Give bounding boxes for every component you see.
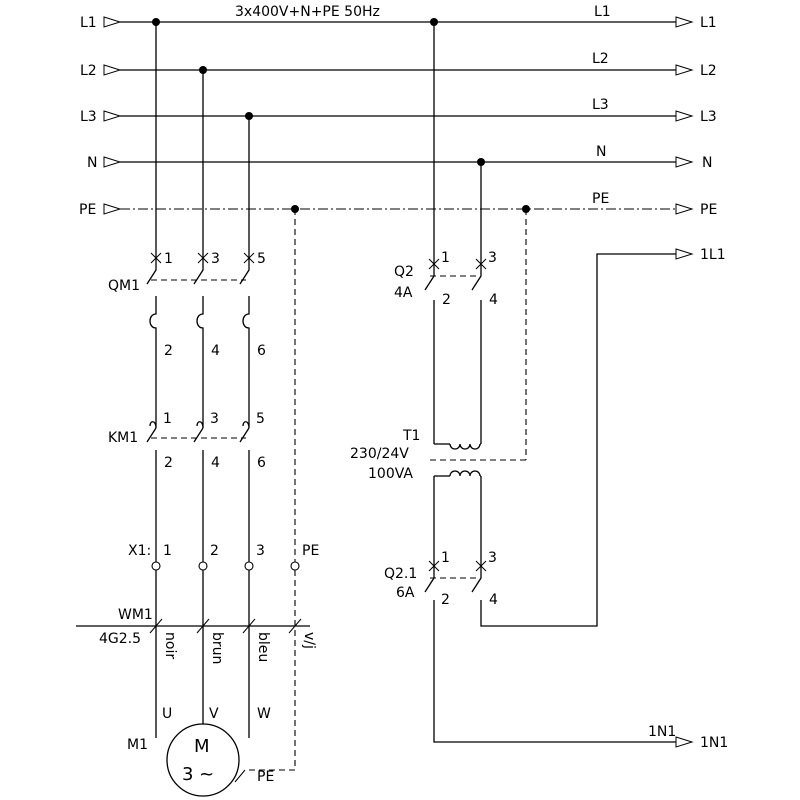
supply-buses: L1 L2 L3 N PE 3x400V+N+PE 50Hz L1 L2 L3 … (79, 4, 717, 748)
left-label-pe: PE (79, 202, 96, 218)
q21-term-3: 3 (488, 550, 497, 566)
q2-term-1: 1 (441, 250, 450, 266)
q2-rating: 4A (394, 285, 413, 301)
t1-power: 100VA (368, 466, 413, 482)
left-label-l2: L2 (80, 63, 97, 79)
motor-m1: U V W M1 M 3 ~ PE (127, 706, 295, 797)
output-1n1-label: 1N1 (700, 735, 728, 751)
x1-term-2: 2 (210, 543, 219, 559)
output-1l1-label: 1L1 (700, 247, 726, 263)
q2-breaker: Q2 4A 1 3 2 4 (394, 250, 498, 444)
km1-term-2: 2 (164, 455, 173, 471)
qm1-term-3: 3 (211, 251, 220, 267)
motor-term-v: V (209, 706, 219, 722)
motor-branch: QM1 1 3 5 2 4 6 KM1 1 3 5 (76, 22, 319, 797)
wire-color-bleu: bleu (255, 632, 271, 662)
km1-term-1: 1 (163, 411, 172, 427)
qm1-term-6: 6 (257, 343, 266, 359)
q21-term-1: 1 (441, 550, 450, 566)
supply-spec: 3x400V+N+PE 50Hz (235, 4, 380, 20)
q21-rating: 6A (396, 585, 415, 601)
wire-color-brun: brun (209, 632, 225, 664)
km1-label: KM1 (108, 430, 138, 446)
q2-term-4: 4 (489, 292, 498, 308)
qm1-term-5: 5 (257, 251, 266, 267)
right-label-n: N (702, 155, 712, 171)
km1-term-3: 3 (210, 411, 219, 427)
mid-label-n: N (596, 144, 606, 160)
qm1-term-4: 4 (211, 343, 220, 359)
input-arrows (103, 16, 122, 215)
qm1-label: QM1 (108, 278, 140, 294)
t1-label: T1 (402, 428, 420, 444)
wm1-cable: WM1 4G2.5 noir brun bleu v/j (76, 607, 317, 664)
x1-terminal-strip: X1: 1 2 3 PE (128, 543, 319, 571)
mid-label-l2: L2 (592, 51, 609, 67)
x1-term-pe: PE (302, 543, 319, 559)
qm1-breaker: QM1 1 3 5 2 4 6 (108, 251, 266, 366)
motor-letter: M (194, 736, 210, 757)
km1-term-4: 4 (211, 455, 220, 471)
km1-contactor: KM1 1 3 5 2 4 6 (108, 411, 266, 471)
q2-term-2: 2 (442, 292, 451, 308)
km1-term-5: 5 (256, 411, 265, 427)
q21-breaker: Q2.1 6A 1 3 2 4 (384, 253, 676, 743)
left-label-l1: L1 (80, 15, 97, 31)
q2-label: Q2 (394, 264, 414, 280)
qm1-term-2: 2 (164, 343, 173, 359)
mid-label-l1: L1 (594, 4, 611, 20)
output-arrows (675, 16, 694, 748)
q2-term-3: 3 (488, 250, 497, 266)
km1-term-6: 6 (257, 455, 266, 471)
right-label-l2: L2 (700, 63, 717, 79)
control-branch: Q2 4A 1 3 2 4 T1 230/24V 100VA (350, 22, 728, 751)
x1-term-1: 1 (163, 543, 172, 559)
motor-pe-label: PE (257, 769, 274, 785)
q21-term-4: 4 (489, 592, 498, 608)
q21-term-2: 2 (441, 592, 450, 608)
right-label-l1: L1 (700, 15, 717, 31)
x1-label: X1: (128, 543, 151, 559)
motor-term-u: U (162, 706, 172, 722)
output-1n1-mid-label: 1N1 (648, 724, 676, 740)
left-label-n: N (87, 155, 97, 171)
qm1-term-1: 1 (164, 251, 173, 267)
motor-phase: 3 ~ (182, 764, 214, 785)
mid-label-pe: PE (592, 191, 609, 207)
motor-label: M1 (127, 737, 148, 753)
left-label-l3: L3 (80, 109, 97, 125)
wire-color-vj: v/j (301, 632, 317, 649)
x1-term-3: 3 (256, 543, 265, 559)
right-label-pe: PE (700, 202, 717, 218)
t1-transformer: T1 230/24V 100VA (350, 428, 526, 566)
mid-label-l3: L3 (592, 97, 609, 113)
wm1-label: WM1 (118, 607, 153, 623)
motor-term-w: W (257, 706, 271, 722)
wire-color-noir: noir (162, 632, 178, 659)
t1-voltage: 230/24V (350, 446, 409, 462)
right-label-l3: L3 (700, 109, 717, 125)
wm1-spec: 4G2.5 (99, 631, 141, 647)
q21-label: Q2.1 (384, 566, 417, 582)
